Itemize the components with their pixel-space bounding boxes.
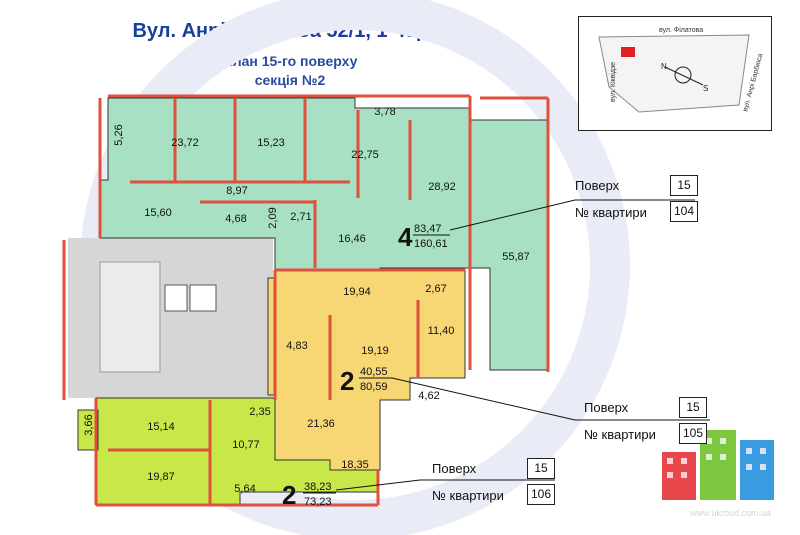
compass-icon [674,66,692,84]
building-marker [621,47,635,57]
apartment-106-total-area: 73,23 [304,496,332,508]
apartment-104-rooms: 4 [398,222,413,252]
room-area: 3,78 [374,106,395,118]
room-area: 15,14 [147,421,175,433]
leader-line-105 [391,377,710,421]
room-area: 2,09 [267,207,279,228]
room-area: 15,60 [144,207,172,219]
room-area: 3,66 [83,414,95,435]
apartment-number-label: № квартири [432,488,504,503]
elevator-shaft-2 [164,284,188,312]
room-area: 19,19 [361,345,389,357]
stairwell [99,261,161,373]
compass-s: S [703,84,708,93]
room-area: 16,46 [338,233,366,245]
floor-value: 15 [679,397,707,418]
elevator-shaft-1 [189,284,217,312]
leader-line-106 [335,479,555,491]
room-area: 19,87 [147,471,175,483]
apartment-105-living-area: 40,55 [360,366,388,378]
room-area: 4,68 [225,213,246,225]
room-area: 22,75 [351,149,379,161]
floor-label: Поверх [432,461,477,476]
room-area: 8,97 [226,185,247,197]
plan-subtitle: План 15-го поверху [222,53,358,69]
room-area: 2,35 [249,406,270,418]
floor-value: 15 [670,175,698,196]
compass-n: N [661,62,667,71]
room-area: 2,67 [425,283,446,295]
street-label-top: вул. Філатова [659,26,703,34]
room-area: 15,23 [257,137,285,149]
apartment-104-living-area: 83,47 [414,223,442,235]
room-area: 4,62 [418,390,439,402]
floor-label: Поверх [575,178,620,193]
room-area: 2,71 [290,211,311,223]
room-area: 5,26 [113,124,125,145]
apartment-number-value: 106 [527,484,555,505]
apartment-106-living-area: 38,23 [304,481,332,493]
location-map: вул. Філатова вул. Кіквідзе вул. Анрі Ба… [578,16,772,131]
section-subtitle: секція №2 [254,72,326,88]
apartment-104-total-area: 160,61 [414,238,448,250]
building-icons [662,430,774,500]
room-area: 18,35 [341,459,369,471]
apartment-number-label: № квартири [575,205,647,220]
block-outline [598,34,750,113]
balcony-106 [77,409,99,451]
room-area: 11,40 [428,325,455,337]
floor-value: 15 [527,458,555,479]
apartment-106-rooms: 2 [282,480,296,510]
leader-line-104 [449,199,695,231]
apartment-number-label: № квартири [584,427,656,442]
room-area: 4,83 [286,340,307,352]
walls [62,94,550,507]
room-area: 28,92 [428,181,456,193]
apartment-105-total-area: 80,59 [360,381,388,393]
room-area: 55,87 [502,251,530,263]
room-area: 10,77 [232,439,260,451]
apartment-105-rooms: 2 [340,366,354,396]
room-area: 5,64 [234,483,255,495]
floor-label: Поверх [584,400,629,415]
room-area: 19,94 [343,286,371,298]
room-area: 21,36 [307,418,335,430]
apartment-number-value: 104 [670,201,698,222]
street-label-left: вул. Кіквідзе [609,62,617,102]
site-watermark: www.ukrbud.com.ua [690,508,772,518]
apartment-number-value: 105 [679,423,707,444]
common-core [68,238,273,398]
room-area: 23,72 [171,137,199,149]
